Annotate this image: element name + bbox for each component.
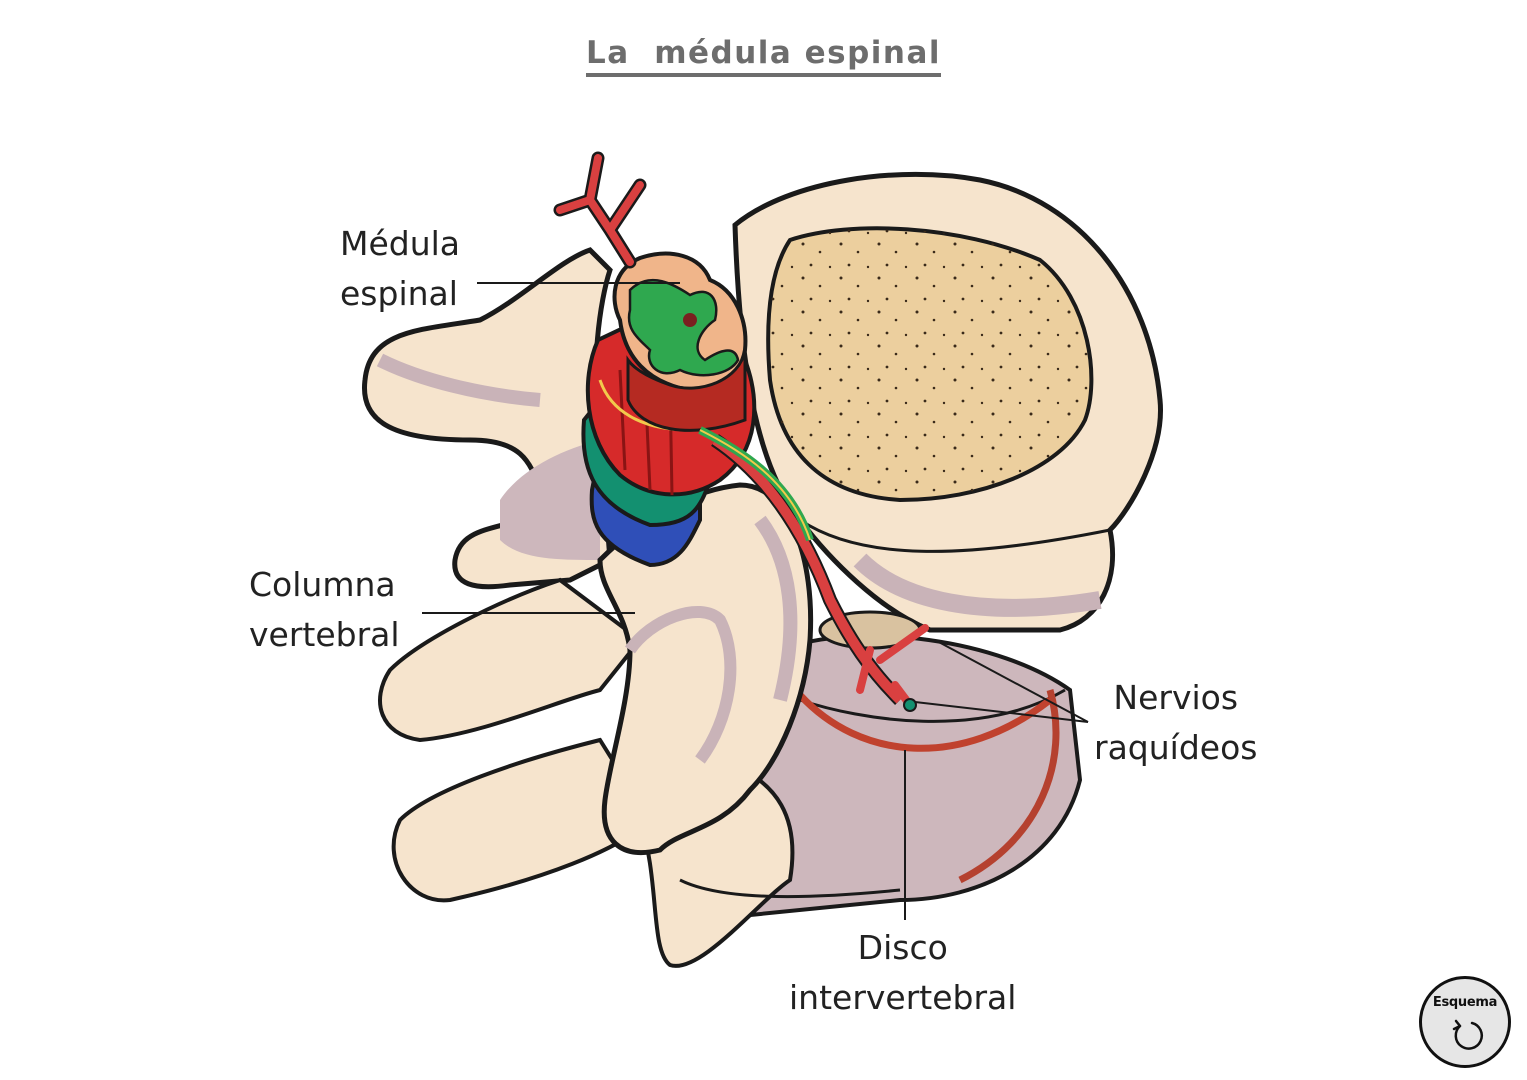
leader-lines: [422, 282, 1089, 920]
label-line: intervertebral: [789, 978, 1017, 1017]
label-line: raquídeos: [1094, 728, 1258, 767]
label-spinal-nerves: Nervios raquídeos: [1094, 673, 1257, 773]
label-line: Columna: [249, 565, 396, 604]
rotate-ccw-icon: [1452, 1019, 1483, 1050]
label-line: espinal: [340, 274, 458, 313]
spinal-cord-column: [581, 251, 757, 568]
label-spinal-cord: Médula espinal: [340, 219, 460, 319]
esquema-button[interactable]: Esquema: [1419, 976, 1511, 1068]
label-line: Médula: [340, 224, 461, 263]
page-title: La médula espinal: [0, 34, 1527, 77]
label-line: vertebral: [249, 615, 400, 654]
label-vertebral-column: Columna vertebral: [249, 560, 400, 660]
spinal-nerve: [698, 426, 929, 712]
label-intervertebral-disc: Disco intervertebral: [789, 923, 1016, 1023]
label-line: Nervios: [1113, 678, 1239, 717]
esquema-label: Esquema: [1432, 995, 1498, 1010]
leader-nervios-2: [914, 701, 1089, 723]
vertebral-arch: [361, 247, 814, 856]
artery: [553, 151, 647, 269]
leader-nervios-1: [934, 639, 1089, 723]
label-line: Disco: [857, 928, 948, 967]
